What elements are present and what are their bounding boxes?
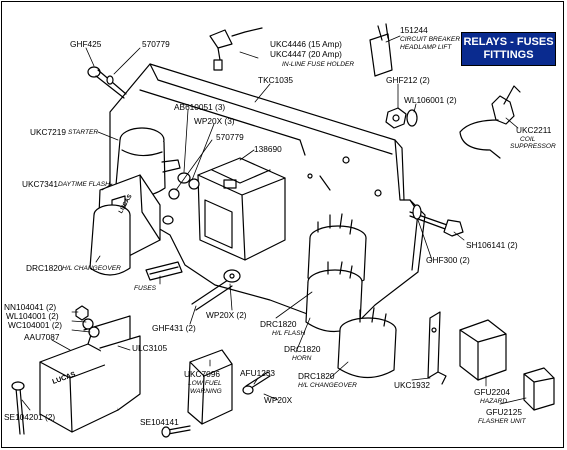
screw-se104141: [161, 425, 191, 438]
washers-ab610051: [162, 172, 200, 225]
label-ukc2211: UKC2211: [516, 125, 552, 135]
fuses: [145, 261, 183, 281]
label-afu1233: AFU1233: [240, 368, 276, 378]
label-ghf212: GHF212 (2): [386, 75, 430, 85]
label-se104201: SE104201 (2): [4, 412, 56, 422]
label-drc1820-a: DRC1820: [26, 263, 63, 273]
label-ukc7219: UKC7219: [30, 127, 66, 137]
label-570779-mid: 570779: [216, 132, 244, 142]
label-ab610051: AB610051 (3): [174, 102, 226, 112]
label-ulc3105: ULC3105: [132, 343, 168, 353]
relay-cylinder-3: [337, 307, 397, 379]
hl-changeover-relay-left: [89, 204, 131, 276]
label-ghf425: GHF425: [70, 39, 102, 49]
bolt-sh106141: [409, 204, 464, 237]
title-line-1: RELAYS - FUSES: [463, 36, 554, 48]
label-low-fuel: LOW FUEL: [188, 380, 222, 387]
hazard-relay-gfu2204: [459, 319, 507, 381]
screw-ghf431: [191, 269, 241, 311]
label-gfu2125: GFU2125: [486, 407, 522, 417]
label-circuit-breaker: CIRCUIT BREAKER: [400, 36, 461, 43]
flasher-unit-gfu2125: [523, 367, 555, 411]
label-wp20x-2: WP20X (2): [206, 310, 247, 320]
label-fuses: FUSES: [134, 285, 156, 292]
label-hl-changeover-a: H/L CHANGEOVER: [62, 265, 121, 272]
label-daytime-flash: DAYTIME FLASH: [58, 181, 110, 188]
label-starter: STARTER: [68, 129, 99, 136]
screw-ghf425: [87, 66, 127, 99]
label-ukc7096: UKC7096: [184, 369, 220, 379]
label-ukc7341: UKC7341: [22, 179, 58, 189]
label-drc1820-c: DRC1820: [284, 344, 321, 354]
label-horn: HORN: [292, 355, 312, 362]
label-aau7087: AAU7087: [24, 332, 60, 342]
label-151244: 151244: [400, 25, 428, 35]
label-wp20x-3: WP20X (3): [194, 116, 235, 126]
lucas-relay-aau7087: [39, 315, 141, 433]
label-ghf300: GHF300 (2): [426, 255, 470, 265]
label-flasher-unit: FLASHER UNIT: [478, 418, 526, 425]
label-se104141: SE104141: [140, 417, 179, 427]
title-box: RELAYS - FUSES FITTINGS: [461, 32, 556, 66]
fuse-box: [197, 157, 286, 261]
label-tkc1035: TKC1035: [258, 75, 294, 85]
label-ukc4446: UKC4446 (15 Amp): [270, 39, 342, 49]
label-gfu2204: GFU2204: [474, 387, 510, 397]
inline-fuse-holder: [209, 27, 263, 71]
label-138690: 138690: [254, 144, 282, 154]
label-coil: COIL: [520, 136, 536, 143]
nut-washer-top: [385, 107, 418, 129]
circuit-breaker: [369, 23, 393, 77]
label-wp20x: WP20X: [264, 395, 293, 405]
label-drc1820-b: DRC1820: [260, 319, 297, 329]
label-sh106141: SH106141 (2): [466, 240, 518, 250]
label-headlamp-lift: HEADLAMP LIFT: [400, 44, 452, 51]
label-hl-flash: H/L FLASH: [272, 330, 306, 337]
bracket-ukc1932: [427, 311, 447, 385]
label-570779-top: 570779: [142, 39, 170, 49]
nut-washer-stack: [75, 305, 100, 338]
relay-cylinder-2: [305, 261, 363, 333]
label-ghf431: GHF431 (2): [152, 323, 196, 333]
label-warning: WARNING: [190, 388, 222, 395]
label-hazard: HAZARD: [480, 398, 508, 405]
label-ukc4447: UKC4447 (20 Amp): [270, 49, 342, 59]
coil-suppressor: [459, 85, 521, 159]
screw-se104201: [11, 381, 25, 435]
label-wl104001: WL104001 (2): [6, 311, 59, 321]
label-nn104041: NN104041 (2): [4, 302, 57, 312]
label-wc104001: WC104001 (2): [8, 320, 62, 330]
low-fuel-warning-unit: [187, 349, 233, 425]
label-hl-changeover-b: H/L CHANGEOVER: [298, 382, 357, 389]
label-inline-fuse-holder: IN-LINE FUSE HOLDER: [282, 61, 355, 68]
label-wl106001: WL106001 (2): [404, 95, 457, 105]
label-ukc1932: UKC1932: [394, 380, 430, 390]
label-drc1820-d: DRC1820: [298, 371, 335, 381]
label-suppressor: SUPPRESSOR: [510, 143, 556, 150]
leader-lines: [21, 35, 527, 411]
title-line-2: FITTINGS: [483, 49, 534, 61]
